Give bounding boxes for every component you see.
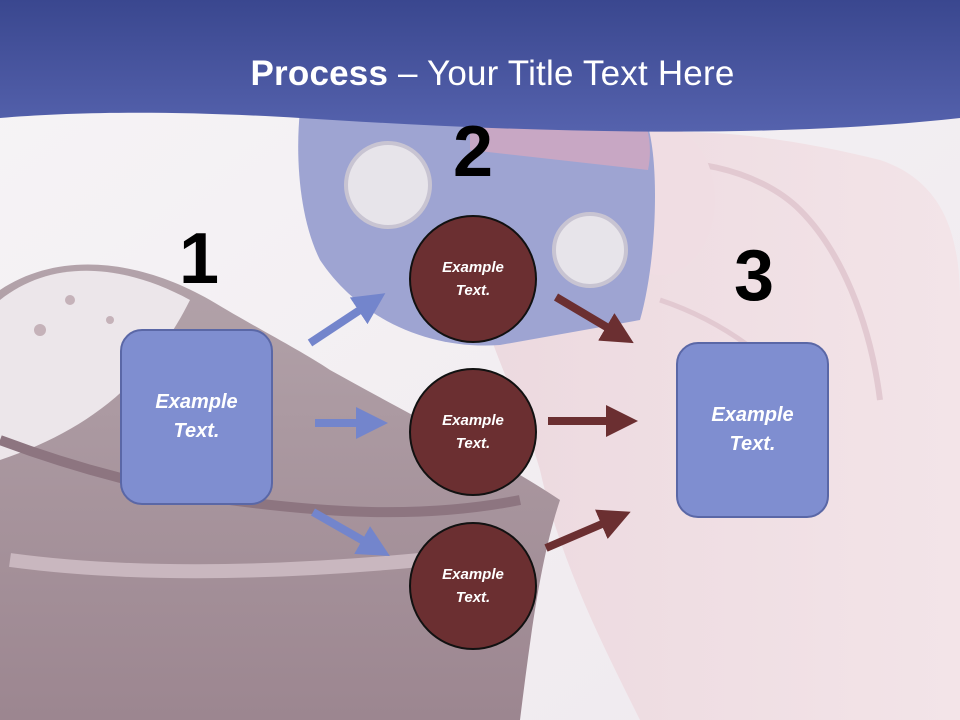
step-number-3: 3 xyxy=(733,236,775,316)
circle-text: Example Text. xyxy=(442,566,504,606)
arrow-to-bottom xyxy=(311,508,390,556)
arrow-from-bottom xyxy=(544,509,631,552)
title-bold: Process xyxy=(250,54,389,93)
circle-text: Example Text. xyxy=(442,412,504,452)
step-1-text: Example Text. xyxy=(155,391,238,442)
slide-title: Process – Your Title Text Here xyxy=(0,52,960,96)
step-2-circle-top: Example Text. xyxy=(409,215,537,343)
step-number-1: 1 xyxy=(178,219,220,299)
step-2-circle-middle: Example Text. xyxy=(409,368,537,496)
arrow-from-top xyxy=(553,293,634,344)
header-band xyxy=(0,0,960,132)
step-3-box: Example Text. xyxy=(676,342,829,518)
step-3-text: Example Text. xyxy=(711,404,794,455)
arrow-to-top xyxy=(307,293,386,347)
step-number-2: 2 xyxy=(452,112,494,192)
step-2-circle-bottom: Example Text. xyxy=(409,522,537,650)
circle-text: Example Text. xyxy=(442,259,504,299)
title-rest: – Your Title Text Here xyxy=(388,54,735,93)
step-1-box: Example Text. xyxy=(120,329,273,505)
